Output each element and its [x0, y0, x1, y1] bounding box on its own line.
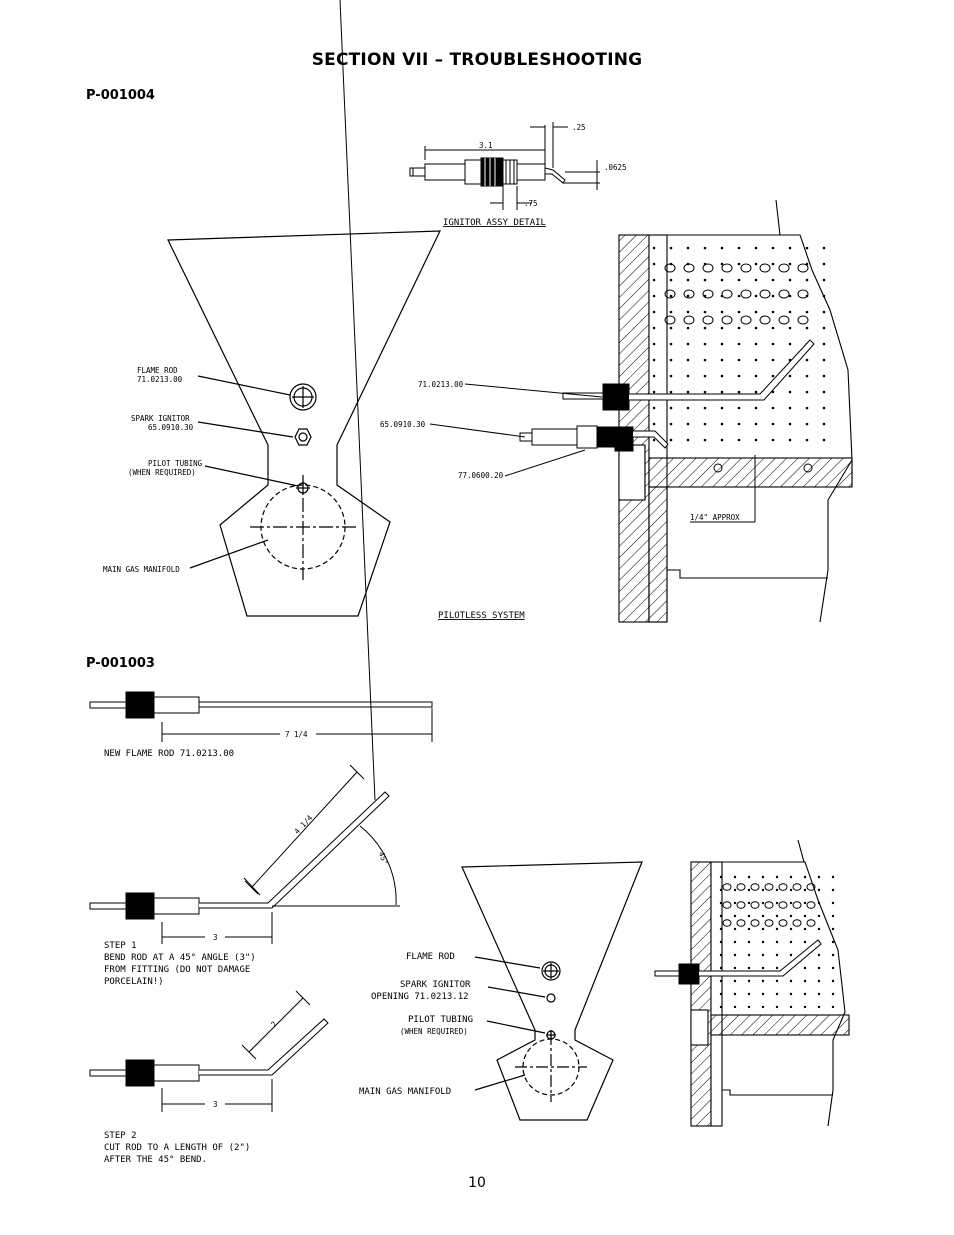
label-flame-rod-a: FLAME ROD	[137, 366, 178, 375]
label-new-rod: NEW FLAME ROD 71.0213.00	[104, 749, 234, 759]
part-number-a: P-001004	[86, 88, 155, 103]
step2-rod	[89, 990, 329, 1112]
dim-new-rod: 7 1/4	[285, 730, 308, 739]
dim-step1-arm: 4 1/4	[292, 813, 314, 836]
step1-line1: STEP 1	[104, 941, 137, 951]
dim-step1-angle: 45°	[377, 851, 390, 867]
burner-section-b-holes	[722, 883, 816, 927]
label-flame-rod-part-a: 71.0213.00	[137, 375, 183, 384]
dim-base: .75	[524, 199, 538, 208]
label-main-gas-manifold-a: MAIN GAS MANIFOLD	[103, 565, 180, 574]
step1-line2: BEND ROD AT A 45° ANGLE (3")	[104, 953, 256, 963]
section-title: SECTION VII – TROUBLESHOOTING	[311, 50, 643, 70]
pilotless-rods	[429, 339, 815, 523]
label-spark-ignitor-part-a: 65.0910.30	[148, 423, 194, 432]
pilotless-holes	[664, 263, 813, 473]
pilotless-system	[618, 199, 853, 623]
label-part-2: 65.0910.30	[380, 420, 426, 429]
label-spark-opening-b: OPENING 71.0213.12	[371, 992, 469, 1002]
label-when-required-b: (WHEN REQUIRED)	[400, 1027, 468, 1036]
label-spark-ignitor-b: SPARK IGNITOR	[400, 980, 471, 990]
step1-rod	[89, 0, 400, 944]
label-main-gas-manifold-b: MAIN GAS MANIFOLD	[359, 1087, 451, 1097]
ignitor-assy-detail	[409, 122, 600, 210]
ignitor-detail-title: IGNITOR ASSY DETAIL	[443, 218, 546, 228]
page-number: 10	[468, 1175, 486, 1191]
step2-line1: STEP 2	[104, 1131, 137, 1141]
burner-plate-a	[167, 230, 441, 617]
step1-line4: PORCELAIN!)	[104, 977, 164, 987]
dim-step2-arm: 2	[269, 1020, 279, 1029]
new-flame-rod	[89, 691, 433, 742]
label-part-1: 71.0213.00	[418, 380, 464, 389]
label-gap-note: 1/4" APPROX	[690, 513, 740, 522]
dim-offset: .0625	[604, 163, 627, 172]
burner-plate-b	[461, 861, 643, 1121]
pilotless-title: PILOTLESS SYSTEM	[438, 611, 525, 621]
label-pilot-tubing-a: PILOT TUBING	[148, 459, 203, 468]
dim-step1-base: 3	[213, 933, 218, 942]
label-when-required-a: (WHEN REQUIRED)	[128, 468, 196, 477]
label-spark-ignitor-a: SPARK IGNITOR	[131, 414, 190, 423]
label-pilot-tubing-b: PILOT TUBING	[408, 1015, 473, 1025]
step1-line3: FROM FITTING (DO NOT DAMAGE	[104, 965, 250, 975]
dim-step2-base: 3	[213, 1100, 218, 1109]
dim-tip: .25	[572, 123, 586, 132]
step2-line2: CUT ROD TO A LENGTH OF (2")	[104, 1143, 250, 1153]
label-flame-rod-b: FLAME ROD	[406, 952, 455, 962]
burner-section-b-rod	[654, 939, 822, 985]
burner-section-b	[690, 839, 850, 1127]
label-part-3: 77.0600.20	[458, 471, 504, 480]
step2-line3: AFTER THE 45° BEND.	[104, 1155, 207, 1165]
part-number-b: P-001003	[86, 656, 155, 671]
dim-length: 3.1	[479, 141, 493, 150]
